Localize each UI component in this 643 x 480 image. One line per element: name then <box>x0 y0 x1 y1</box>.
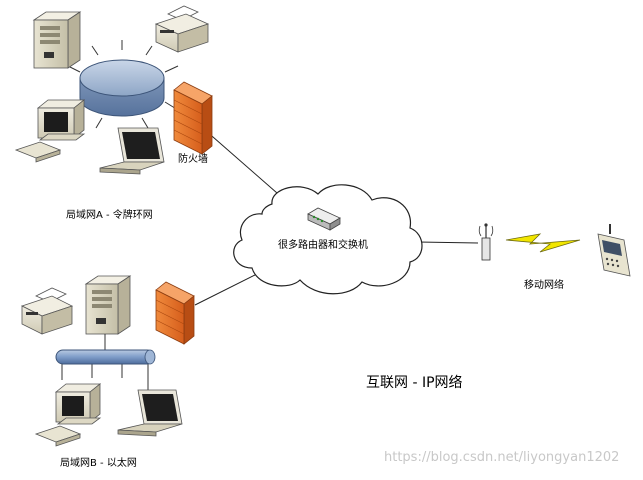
label-lan-a: 局域网A - 令牌环网 <box>66 210 153 221</box>
router-icon <box>307 207 341 231</box>
laptop-b-icon <box>117 389 183 437</box>
label-lan-b: 局域网B - 以太网 <box>60 458 137 469</box>
label-internet: 互联网 - IP网络 <box>366 375 463 391</box>
printer-b-icon <box>20 287 74 335</box>
label-mobile: 移动网络 <box>524 280 564 291</box>
lightning-icon <box>505 233 581 253</box>
firewall-a-icon <box>173 81 213 155</box>
server-b-icon <box>84 275 132 335</box>
workstation-b-icon <box>34 383 102 447</box>
watermark: https://blog.csdn.net/liyongyan1202 <box>384 450 620 465</box>
laptop-a-icon <box>99 127 165 175</box>
token-ring-hub <box>79 59 165 117</box>
server-a-icon <box>32 11 82 69</box>
line-firewall-b-cloud <box>194 274 256 306</box>
internet-cloud <box>233 184 423 295</box>
label-firewall: 防火墙 <box>178 154 208 165</box>
mobile-phone-icon <box>597 224 631 277</box>
workstation-a-icon <box>14 99 86 163</box>
line-firewall-a-cloud <box>204 129 286 201</box>
connections <box>194 129 479 306</box>
label-routers: 很多路由器和交换机 <box>278 240 368 251</box>
line-cloud-antenna <box>417 241 479 244</box>
printer-a-icon <box>154 5 210 53</box>
bus-drops <box>61 334 149 390</box>
ethernet-bus <box>55 349 156 365</box>
firewall-b-icon <box>155 281 195 345</box>
antenna-icon <box>478 223 494 261</box>
